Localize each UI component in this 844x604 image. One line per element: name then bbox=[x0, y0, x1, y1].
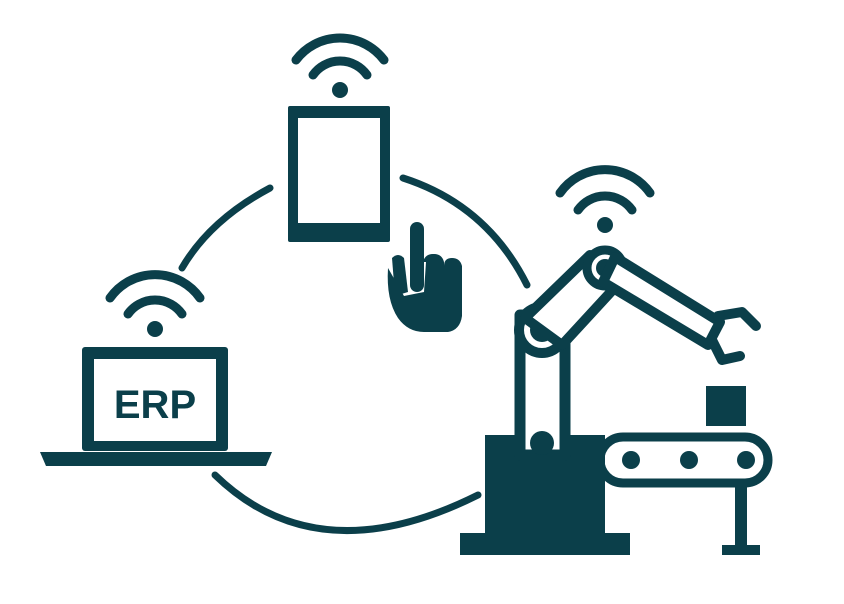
laptop-icon: ERP bbox=[40, 347, 272, 466]
connection-arc-robot-laptop bbox=[211, 471, 482, 535]
connection-arc-tablet-robot bbox=[399, 174, 531, 289]
wifi-signal-icon bbox=[105, 270, 205, 337]
package-box bbox=[706, 386, 746, 426]
pointing-hand-icon bbox=[387, 222, 462, 332]
connection-arc-laptop-tablet bbox=[178, 184, 274, 272]
robotic-arm-icon bbox=[460, 245, 761, 555]
conveyor-belt-icon bbox=[595, 386, 773, 555]
tablet-icon bbox=[288, 106, 390, 242]
connection-cycle bbox=[178, 174, 531, 535]
wifi-signal-icon bbox=[291, 33, 389, 98]
erp-label: ERP bbox=[114, 383, 196, 427]
wifi-signal-icon bbox=[555, 165, 655, 233]
